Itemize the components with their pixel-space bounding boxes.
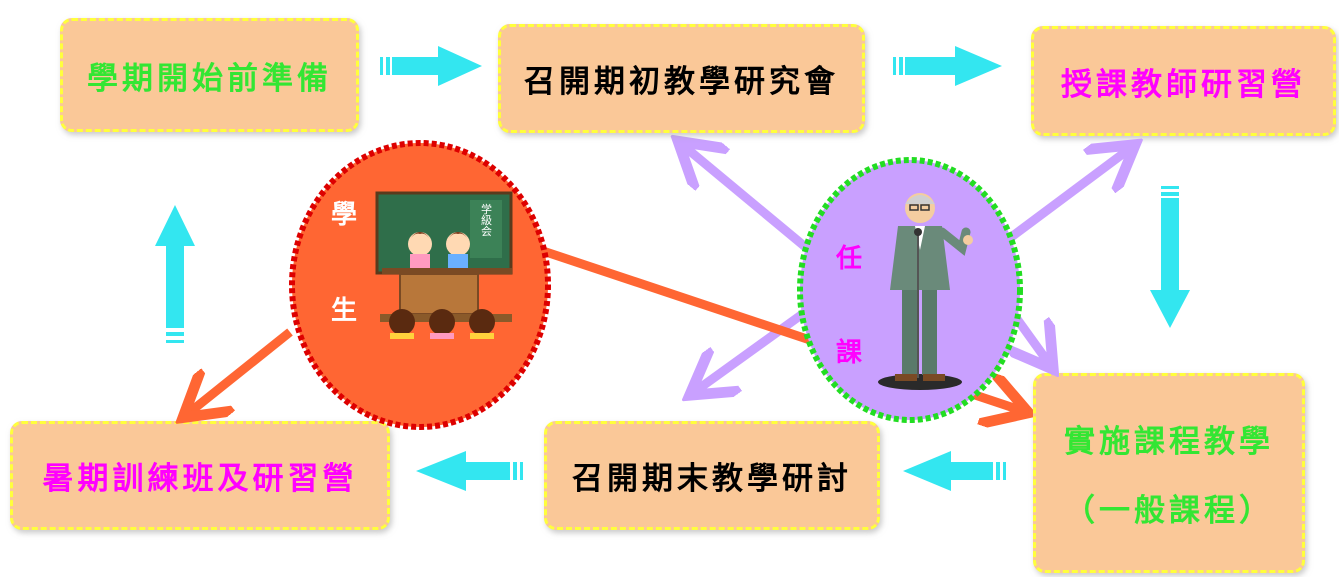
box-start-meeting-label: 召開期初教學研究會 <box>524 64 839 100</box>
box-implement-line2: （一般課程） <box>1064 493 1274 529</box>
teacher-label-char1: 任 <box>836 244 863 274</box>
teacher-illustration <box>878 193 973 390</box>
flow-arrow-prep-to-start <box>380 46 482 86</box>
student-label-char2: 生 <box>331 296 358 326</box>
box-implement-teaching: 實施課程教學 （一般課程） <box>1033 373 1305 573</box>
box-summer-class: 暑期訓練班及研習營 <box>10 421 390 530</box>
flow-arrow-implement-to-end <box>903 451 1006 491</box>
teacher-label-char2: 課 <box>836 338 863 368</box>
box-prep-label: 學期開始前準備 <box>87 60 332 97</box>
box-implement-line1: 實施課程教學 <box>1064 424 1274 460</box>
flow-arrow-summer-to-prep <box>155 205 195 343</box>
student-label-char1: 學 <box>331 200 358 230</box>
box-end-meeting-label: 召開期末教學研討 <box>572 461 852 497</box>
box-teacher-camp-label: 授課教師研習營 <box>1061 66 1306 103</box>
classroom-illustration: 学級会 <box>375 191 513 339</box>
box-end-meeting: 召開期末教學研討 <box>544 421 880 530</box>
student-to-summer-arrow <box>190 328 293 412</box>
flow-arrow-start-to-camp <box>893 46 1002 86</box>
box-start-meeting: 召開期初教學研究會 <box>498 24 865 133</box>
box-summer-class-label: 暑期訓練班及研習營 <box>42 461 358 497</box>
teacher-to-camp-arrow <box>1007 150 1128 242</box>
box-teacher-camp: 授課教師研習營 <box>1031 26 1336 136</box>
board-text: 学級会 <box>480 202 493 236</box>
box-prep-before-semester: 學期開始前準備 <box>60 18 359 132</box>
student-circle: 学級会 <box>289 140 551 430</box>
teacher-to-implement-arrow <box>1012 309 1048 362</box>
teacher-to-start-meeting-arrow <box>685 147 818 259</box>
teacher-to-end-meeting-arrow <box>697 301 818 390</box>
flow-arrow-camp-to-implement <box>1150 186 1190 328</box>
teacher-circle <box>797 157 1023 423</box>
flow-arrow-end-to-summer <box>416 451 523 491</box>
